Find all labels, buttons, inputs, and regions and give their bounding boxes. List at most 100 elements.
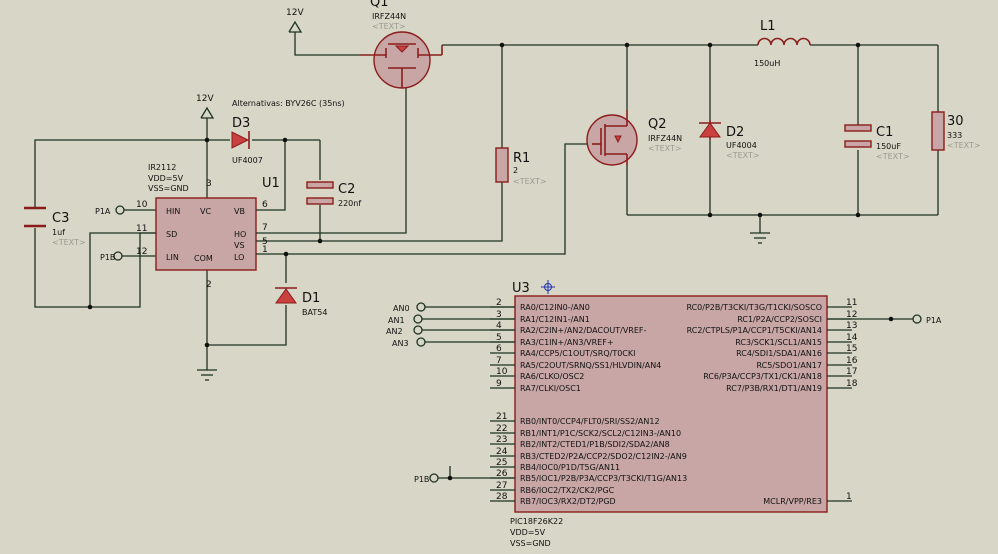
svg-text:RA4/CCP5/C1OUT/SRQ/T0CKI: RA4/CCP5/C1OUT/SRQ/T0CKI (520, 349, 635, 358)
svg-text:PIC18F26K22: PIC18F26K22 (510, 517, 563, 526)
svg-text:RA3/C1IN+/AN3/VREF+: RA3/C1IN+/AN3/VREF+ (520, 338, 614, 347)
svg-text:IRFZ44N: IRFZ44N (372, 12, 406, 21)
svg-text:RC0/P2B/T3CKI/T3G/T1CKI/SOSCO: RC0/P2B/T3CKI/T3G/T1CKI/SOSCO (686, 303, 822, 312)
svg-text:11: 11 (846, 298, 857, 308)
terminal-p1a-pic: P1A (912, 314, 942, 325)
svg-text:RA2/C2IN+/AN2/DACOUT/VREF-: RA2/C2IN+/AN2/DACOUT/VREF- (520, 326, 647, 335)
svg-text:COM: COM (194, 254, 213, 263)
svg-text:25: 25 (496, 458, 507, 468)
ground-symbol-u1 (197, 369, 217, 381)
svg-text:6: 6 (496, 344, 502, 354)
terminal-an3: AN3 (392, 337, 426, 348)
crosshair-icon (541, 280, 555, 294)
svg-text:MCLR/VPP/RE3: MCLR/VPP/RE3 (763, 497, 822, 506)
q2-mosfet: Q2 IRFZ44N <TEXT> (586, 110, 682, 166)
svg-text:24: 24 (496, 447, 508, 457)
svg-text:RA6/CLKO/OSC2: RA6/CLKO/OSC2 (520, 372, 584, 381)
svg-text:5: 5 (262, 237, 268, 247)
svg-text:U1: U1 (262, 176, 280, 191)
svg-text:220nf: 220nf (338, 199, 361, 208)
svg-text:14: 14 (846, 333, 858, 343)
svg-text:21: 21 (496, 412, 507, 422)
c2-capacitor: C2 220nf (306, 181, 361, 208)
u3-right-pins: 11RC0/P2B/T3CKI/T3G/T1CKI/SOSCO12RC1/P2A… (686, 298, 857, 506)
svg-text:10: 10 (136, 200, 148, 210)
svg-text:23: 23 (496, 435, 507, 445)
terminal-an2: AN2 (386, 325, 423, 336)
svg-text:RA0/C12IN0-/AN0: RA0/C12IN0-/AN0 (520, 303, 590, 312)
supply-12v-u1: 12V (196, 94, 214, 119)
svg-text:RB3/CTED2/P2A/CCP2/SDO2/C12IN2: RB3/CTED2/P2A/CCP2/SDO2/C12IN2-/AN9 (520, 452, 687, 461)
terminal-p1b-u1: P1B (100, 251, 123, 262)
svg-text:RB1/INT1/P1C/SCK2/SCL2/C12IN3-: RB1/INT1/P1C/SCK2/SCL2/C12IN3-/AN10 (520, 429, 681, 438)
svg-text:L1: L1 (760, 19, 776, 34)
svg-text:9: 9 (496, 379, 502, 389)
svg-text:1uf: 1uf (52, 228, 65, 237)
svg-text:VSS=GND: VSS=GND (148, 184, 189, 193)
svg-text:RC5/SDO1/AN17: RC5/SDO1/AN17 (757, 361, 823, 370)
svg-text:22: 22 (496, 424, 507, 434)
svg-text:13: 13 (846, 321, 857, 331)
svg-text:RB2/INT2/CTED1/P1B/SDI2/SDA2/A: RB2/INT2/CTED1/P1B/SDI2/SDA2/AN8 (520, 440, 670, 449)
terminal-p1b-pic: P1B (414, 473, 439, 484)
svg-text:RC3/SCK1/SCL1/AN15: RC3/SCK1/SCL1/AN15 (735, 338, 822, 347)
svg-text:<TEXT>: <TEXT> (513, 177, 547, 186)
svg-text:6: 6 (262, 200, 268, 210)
r30-resistor: 30 333 <TEXT> (931, 111, 981, 151)
svg-text:U3: U3 (512, 281, 530, 296)
svg-text:RA5/C2OUT/SRNQ/SS1/HLVDIN/AN4: RA5/C2OUT/SRNQ/SS1/HLVDIN/AN4 (520, 361, 661, 370)
svg-text:1: 1 (262, 245, 268, 255)
svg-text:12: 12 (136, 247, 147, 257)
svg-text:D1: D1 (302, 291, 320, 306)
svg-text:3: 3 (206, 179, 212, 189)
terminal-an0: AN0 (393, 302, 426, 313)
svg-text:BAT54: BAT54 (302, 308, 327, 317)
svg-text:15: 15 (846, 344, 857, 354)
c3-capacitor: C3 1uf <TEXT> (24, 206, 86, 247)
svg-text:2: 2 (496, 298, 502, 308)
svg-text:P1A: P1A (926, 316, 942, 325)
svg-text:UF4004: UF4004 (726, 141, 757, 150)
c1-capacitor: C1 150uF <TEXT> (844, 124, 910, 161)
svg-text:7: 7 (262, 223, 268, 233)
svg-text:LIN: LIN (166, 253, 179, 262)
svg-text:26: 26 (496, 469, 508, 479)
svg-text:RB6/IOC2/TX2/CK2/PGC: RB6/IOC2/TX2/CK2/PGC (520, 486, 615, 495)
svg-text:28: 28 (496, 492, 508, 502)
r1-resistor: R1 2 <TEXT> (495, 147, 547, 186)
svg-text:IRFZ44N: IRFZ44N (648, 134, 682, 143)
svg-text:5: 5 (496, 333, 502, 343)
svg-text:<TEXT>: <TEXT> (876, 152, 910, 161)
svg-text:12V: 12V (196, 94, 214, 104)
svg-text:2: 2 (513, 166, 518, 175)
svg-text:VC: VC (200, 207, 211, 216)
svg-text:RC4/SDI1/SDA1/AN16: RC4/SDI1/SDA1/AN16 (736, 349, 822, 358)
svg-text:11: 11 (136, 224, 147, 234)
svg-text:C1: C1 (876, 125, 893, 140)
svg-text:AN3: AN3 (392, 339, 409, 348)
svg-text:UF4007: UF4007 (232, 156, 263, 165)
svg-text:30: 30 (947, 114, 964, 129)
d3-diode: Alternativas: BYV26C (35ns) D3 UF4007 (231, 99, 345, 165)
svg-text:2: 2 (206, 280, 212, 290)
svg-text:4: 4 (496, 321, 502, 331)
svg-text:<TEXT>: <TEXT> (648, 144, 682, 153)
l1-inductor: L1 150uH (754, 19, 811, 68)
terminal-p1a-u1: P1A (95, 205, 125, 216)
